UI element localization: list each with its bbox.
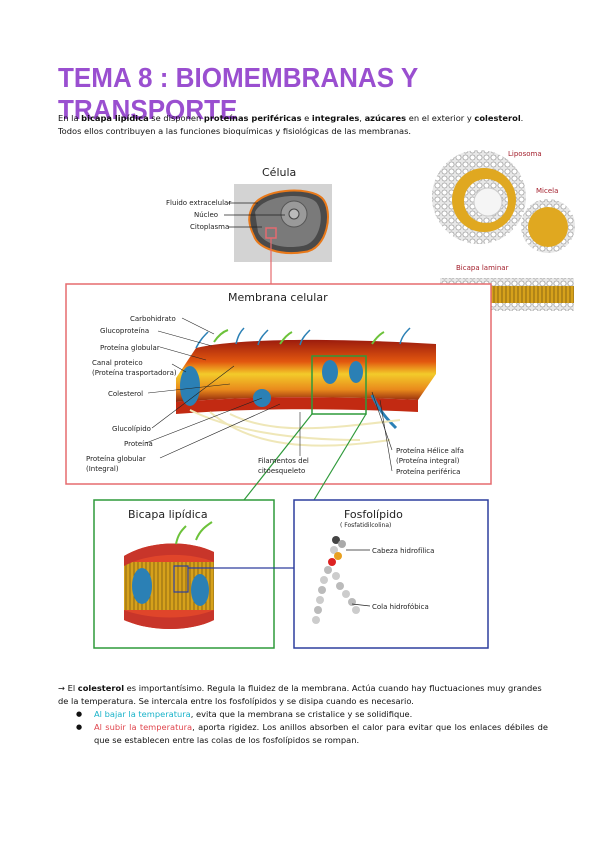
label-cabeza-hidrofilica: Cabeza hidrofílica <box>372 547 434 555</box>
list-item: Al bajar la temperatura, evita que la me… <box>76 708 548 721</box>
label-proteina-periferica: Proteína periférica <box>396 468 460 476</box>
label-proteina-trasportadora: (Proteína trasportadora) <box>92 369 177 377</box>
label-integral: (Integral) <box>86 465 119 473</box>
list-item: Al subir la temperatura, aporta rigidez.… <box>76 721 548 747</box>
membrane-slab <box>176 340 436 402</box>
label-canal-proteico: Canal proteico <box>92 359 143 367</box>
phospholipid-subtitle: ( Fosfatidilcolina) <box>340 522 391 529</box>
membrane-title: Membrana celular <box>228 291 328 304</box>
bilayer-panel: Bicapa lipídica <box>94 500 294 648</box>
label-proteina-integral: (Proteína integral) <box>396 457 460 465</box>
phospholipid-title: Fosfolípido <box>344 508 403 521</box>
label-carbohidrato: Carbohidrato <box>130 315 176 323</box>
label-proteina-globular-2: Proteína globular <box>86 455 146 463</box>
label-colesterol: Colesterol <box>108 390 143 398</box>
phospholipid-panel: Fosfolípido ( Fosfatidilcolina) Cabeza h… <box>294 500 488 648</box>
channel-protein <box>180 366 200 406</box>
label-citoesqueleto: citoesqueleto <box>258 467 305 475</box>
colesterol-section: → El colesterol es importantísimo. Regul… <box>58 682 548 747</box>
label-helice-alfa: Proteína Hélice alfa <box>396 447 464 455</box>
label-bicapa-laminar: Bicapa laminar <box>456 264 509 272</box>
colesterol-bullets: Al bajar la temperatura, evita que la me… <box>76 708 548 747</box>
label-cola-hidrofobica: Cola hidrofóbica <box>372 603 429 611</box>
bilayer-title: Bicapa lipídica <box>128 508 208 521</box>
label-fluido: Fluido extracelular <box>166 199 231 207</box>
cell-title: Célula <box>262 166 296 179</box>
label-nucleo: Núcleo <box>194 211 218 219</box>
colesterol-paragraph: → El colesterol es importantísimo. Regul… <box>58 682 548 708</box>
cell-membrane-panel: Membrana celular Carbohidrato Glucoprote… <box>66 284 491 500</box>
label-glucolipido: Glucolípido <box>112 425 151 433</box>
cell-diagram: Célula Fluido extracelular Núcleo Citopl… <box>166 166 332 284</box>
label-proteina-globular-1: Proteína globular <box>100 344 160 352</box>
label-micela: Micela <box>536 187 558 195</box>
label-glucoproteina-1: Glucoproteína <box>100 327 149 335</box>
label-citoplasma: Citoplasma <box>190 223 229 231</box>
label-liposoma: Liposoma <box>508 150 542 158</box>
label-proteina: Proteína <box>124 440 153 448</box>
label-filamentos: Filamentos del <box>258 457 309 465</box>
